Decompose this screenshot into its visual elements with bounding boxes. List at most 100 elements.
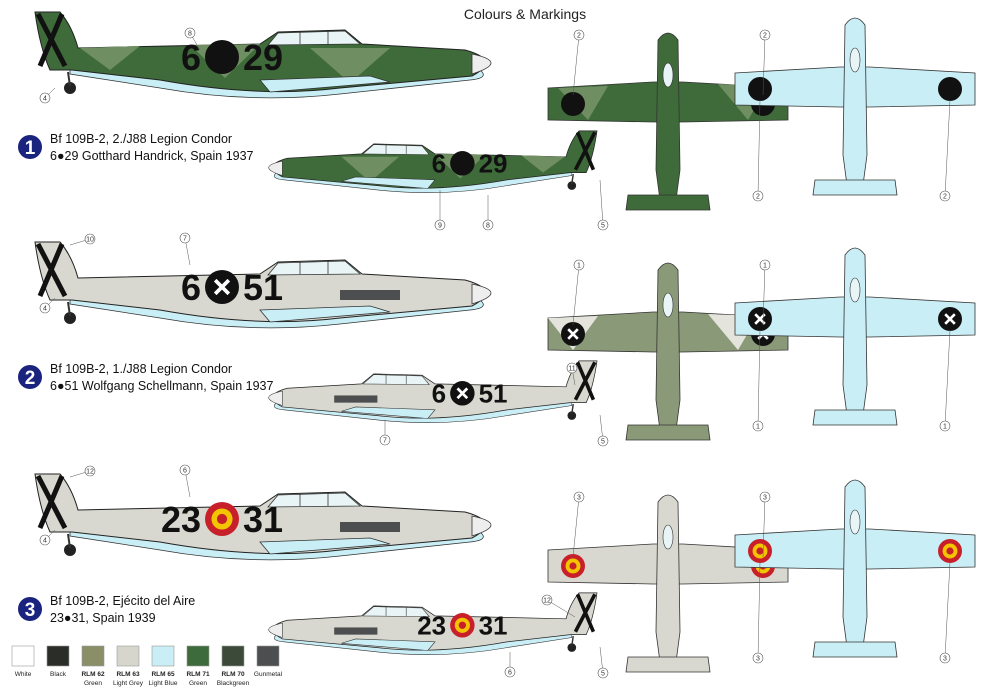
spinner bbox=[471, 515, 492, 537]
callout: 3 bbox=[759, 491, 771, 558]
swatch-sublabel: Green bbox=[189, 680, 207, 687]
caption-line2: 6●29 Gotthard Handrick, Spain 1937 bbox=[50, 149, 254, 163]
swatch-label: RLM 70 bbox=[221, 671, 245, 678]
callout-number: 2 bbox=[943, 194, 947, 201]
swatch-chip bbox=[116, 645, 140, 667]
fuselage-top bbox=[842, 247, 868, 416]
wing-root bbox=[259, 537, 391, 555]
colour-swatch: RLM 71 Green bbox=[186, 645, 210, 687]
callout: 12 bbox=[541, 594, 576, 618]
callout-circle bbox=[752, 190, 764, 202]
canopy-top bbox=[849, 47, 861, 73]
wing-root bbox=[341, 638, 436, 651]
fuselage-top bbox=[842, 17, 868, 186]
fuselage bbox=[34, 241, 486, 323]
tail-saint-andrew-cross bbox=[35, 242, 68, 298]
fuselage bbox=[272, 130, 598, 189]
callout-number: 2 bbox=[763, 33, 767, 40]
callout-circle bbox=[566, 362, 578, 374]
callout-circle bbox=[379, 434, 391, 446]
spinner bbox=[471, 283, 492, 305]
roundel-center bbox=[569, 562, 577, 570]
fuselage bbox=[272, 592, 598, 651]
callout-number: 4 bbox=[43, 96, 47, 103]
callout-leader bbox=[572, 34, 580, 96]
canopy bbox=[267, 260, 362, 276]
swatch-chip bbox=[11, 645, 35, 667]
callout-circle bbox=[179, 464, 191, 476]
callout: 5 bbox=[597, 179, 609, 231]
black-disc bbox=[938, 77, 962, 101]
lower-surface-view bbox=[734, 479, 976, 658]
wing-root bbox=[341, 406, 436, 419]
canopy-frame bbox=[299, 493, 329, 506]
canopy bbox=[267, 492, 362, 508]
callout-leader bbox=[762, 496, 766, 558]
airframe bbox=[34, 241, 492, 329]
fuselage bbox=[272, 360, 598, 419]
callout-number: 11 bbox=[568, 366, 575, 373]
callout-number: 2 bbox=[756, 194, 760, 201]
colour-swatch: Gunmetal bbox=[254, 645, 283, 678]
callout-circle bbox=[482, 219, 494, 231]
callout-circle bbox=[597, 435, 609, 447]
callout-number: 6 bbox=[508, 670, 512, 677]
callout-number: 5 bbox=[601, 671, 605, 678]
canopy bbox=[267, 30, 362, 46]
tail-saint-andrew-cross bbox=[35, 474, 68, 530]
swatch-label: RLM 63 bbox=[116, 671, 140, 678]
code-left: 23 bbox=[417, 611, 446, 641]
callout: 3 bbox=[752, 561, 764, 664]
scheme-number: 2 bbox=[25, 368, 36, 389]
tail-wheel bbox=[64, 544, 76, 556]
code-right: 29 bbox=[243, 37, 283, 78]
spinner bbox=[268, 622, 283, 638]
callout-leader bbox=[572, 496, 580, 558]
white-cross bbox=[213, 278, 231, 296]
side-profile-small: 23 31 bbox=[268, 592, 598, 655]
scheme-number-badge bbox=[18, 135, 42, 159]
canopy-frame bbox=[385, 606, 407, 616]
tailplane bbox=[812, 179, 898, 196]
callout-leader bbox=[546, 599, 576, 618]
callout: 6 bbox=[179, 464, 191, 498]
callout-circle bbox=[573, 29, 585, 41]
callout: 7 bbox=[379, 420, 391, 446]
code-right: 51 bbox=[243, 267, 283, 308]
tail-wheel bbox=[567, 181, 577, 190]
lower-surface-view bbox=[734, 17, 976, 196]
swatch-label: RLM 71 bbox=[186, 671, 210, 678]
airframe bbox=[34, 11, 492, 99]
code-right: 31 bbox=[479, 611, 508, 641]
tail-saint-andrew-cross bbox=[35, 12, 68, 68]
tail-wheel bbox=[64, 312, 76, 324]
roundel-center bbox=[946, 547, 954, 555]
airframe bbox=[34, 473, 492, 561]
callout-circle bbox=[504, 666, 516, 678]
callout-circle bbox=[541, 594, 553, 606]
callout: 4 bbox=[39, 529, 56, 546]
exhaust-panel bbox=[340, 522, 400, 532]
callout-circle bbox=[939, 652, 951, 664]
swatch-chip bbox=[186, 645, 210, 667]
swatch-chip bbox=[81, 645, 105, 667]
canopy-top bbox=[849, 509, 861, 535]
canopy-frame bbox=[385, 144, 407, 154]
callout-circle bbox=[939, 190, 951, 202]
swatch-chip bbox=[46, 645, 70, 667]
swatch-label: Gunmetal bbox=[254, 671, 283, 678]
callout-leader bbox=[762, 264, 766, 326]
tail-saint-andrew-cross bbox=[573, 131, 597, 171]
callout: 2 bbox=[939, 99, 951, 202]
callout-number: 3 bbox=[756, 656, 760, 663]
roundel-center bbox=[216, 513, 228, 525]
callout-number: 10 bbox=[86, 237, 94, 244]
callout-circle bbox=[573, 259, 585, 271]
white-cross bbox=[567, 328, 579, 340]
code-left: 23 bbox=[161, 499, 201, 540]
